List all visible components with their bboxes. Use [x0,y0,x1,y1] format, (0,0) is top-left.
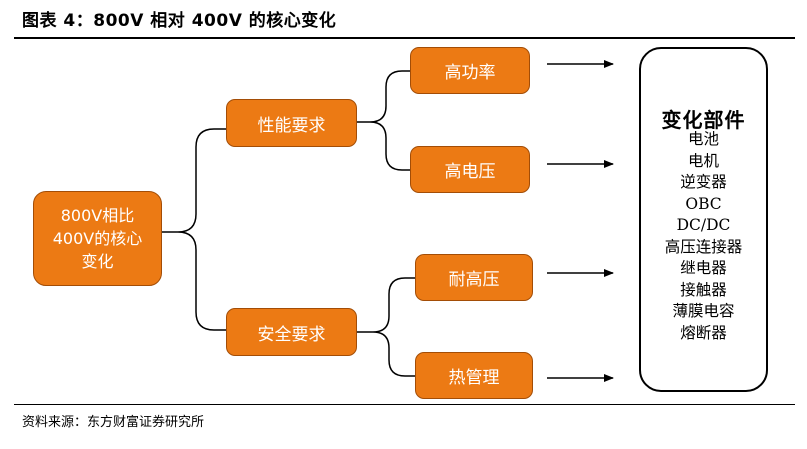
component-item: 电机 [687,151,719,170]
root-line: 800V相比 [60,206,135,225]
node-safety-requirements: 安全要求 [226,308,357,356]
title-divider [14,37,795,39]
node-performance-requirements: 性能要求 [226,99,357,147]
node-high-voltage: 高电压 [410,146,530,193]
component-item: 熔断器 [680,323,727,342]
components-list: 电池 电机 逆变器 OBC DC/DC 高压连接器 继电器 接触器 薄膜电容 熔… [641,129,766,344]
component-item: 高压连接器 [664,237,743,256]
figure-title: 图表 4：800V 相对 400V 的核心变化 [22,11,337,31]
root-brace [162,128,226,331]
source-note: 资料来源：东方财富证券研究所 [22,415,205,430]
component-item: DC/DC [676,216,731,234]
component-item: 继电器 [680,259,727,277]
root-node: 800V相比 400V的核心 变化 [33,191,162,286]
component-item: 电池 [687,130,719,148]
performance-brace [357,70,410,171]
component-item: 接触器 [680,280,727,299]
components-title: 变化部件 [661,108,746,132]
component-item: OBC [685,194,722,213]
component-item: 薄膜电容 [672,302,735,320]
component-item: 逆变器 [680,173,727,191]
node-voltage-resistance: 耐高压 [415,254,533,301]
components-panel: 变化部件 电池 电机 逆变器 OBC DC/DC 高压连接器 继电器 接触器 薄… [639,47,768,392]
root-line: 400V的核心 [52,229,143,248]
safety-brace [357,277,415,377]
root-line: 变化 [81,252,114,271]
node-thermal-management: 热管理 [415,352,533,399]
footer-divider [14,404,795,405]
node-high-power: 高功率 [410,47,530,94]
